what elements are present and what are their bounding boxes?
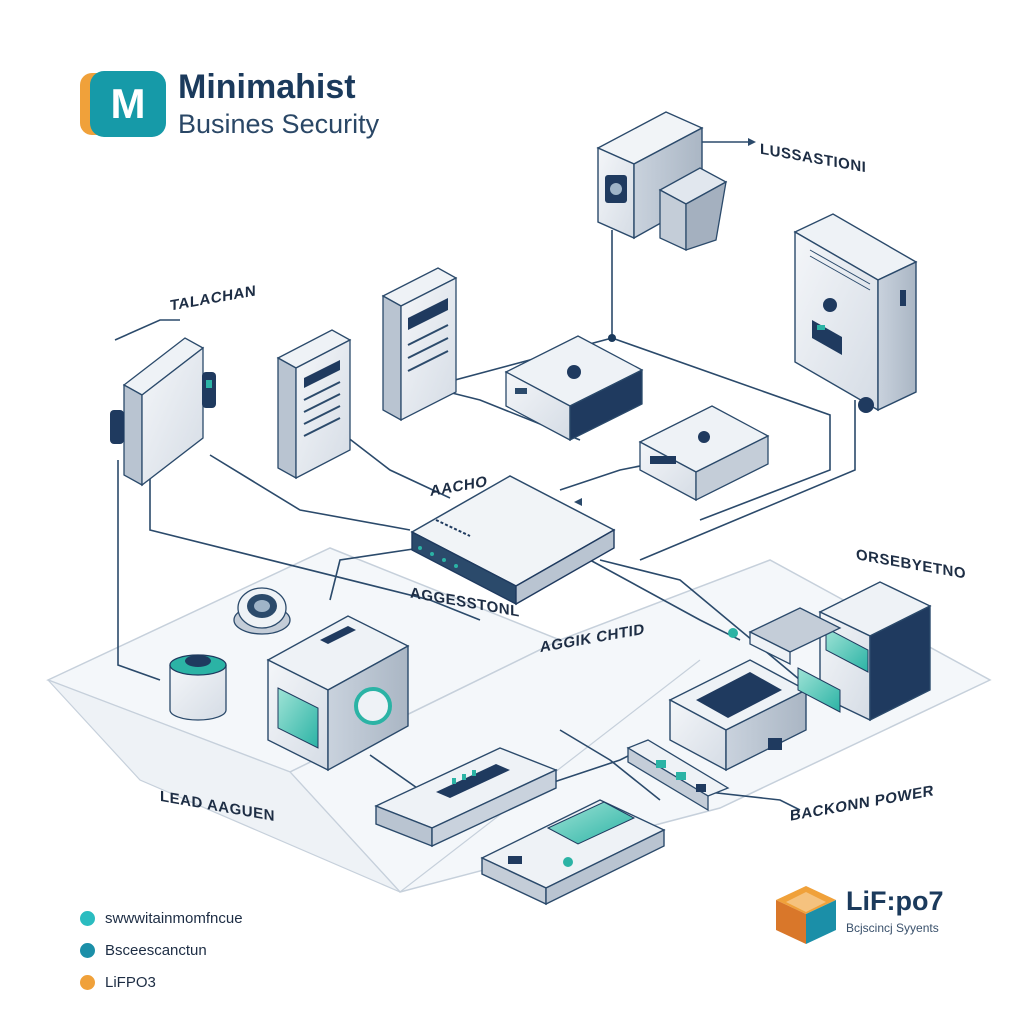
card-reader bbox=[480, 799, 666, 906]
server-box-1 bbox=[504, 335, 644, 442]
legend-dot-icon bbox=[80, 974, 95, 990]
server-box-2 bbox=[638, 405, 770, 502]
wall-panel bbox=[110, 337, 216, 487]
meter-strip bbox=[626, 739, 730, 812]
secondary-brand: LiF:po7 Bcjscincj Syyents bbox=[846, 886, 943, 935]
network-wires bbox=[114, 141, 856, 811]
secondary-brand-title: LiF:po7 bbox=[846, 886, 944, 916]
legend-item: swwwitainmomfncue bbox=[80, 902, 243, 934]
brand-header: M Minimahist Busines Security bbox=[80, 68, 380, 139]
brand-logo-letter: M bbox=[90, 71, 166, 138]
wire-node bbox=[728, 628, 738, 638]
brand-subtitle: Busines Security bbox=[178, 108, 380, 139]
legend-item: LiFPO3 bbox=[80, 966, 243, 998]
legend-item: Bsceescanctun bbox=[80, 934, 243, 966]
brand-logo-icon: M bbox=[80, 71, 166, 138]
thermostat bbox=[233, 587, 291, 635]
legend-label: LiFPO3 bbox=[105, 973, 156, 991]
inverter-unit bbox=[668, 659, 808, 772]
central-router bbox=[410, 475, 616, 606]
battery-cylinder bbox=[169, 654, 227, 721]
display-panel-1 bbox=[276, 329, 352, 480]
camera-device bbox=[596, 111, 728, 252]
legend-dot-icon bbox=[80, 910, 95, 926]
legend-dot-icon bbox=[80, 942, 95, 958]
display-panel-2 bbox=[381, 267, 458, 422]
legend: swwwitainmomfncue Bsceescanctun LiFPO3 bbox=[80, 902, 243, 998]
power-cabinet bbox=[793, 213, 918, 413]
wire-node bbox=[608, 334, 616, 342]
legend-label: Bsceescanctun bbox=[105, 941, 207, 959]
monitor-cube bbox=[266, 615, 410, 772]
legend-label: swwwitainmomfncue bbox=[105, 909, 243, 927]
battery-storage bbox=[748, 581, 932, 722]
access-panel bbox=[374, 747, 558, 848]
secondary-brand-subtitle: Bcjscincj Syyents bbox=[846, 921, 939, 935]
brand-title: Minimahist bbox=[178, 68, 356, 106]
cube-logo-icon bbox=[776, 886, 836, 944]
